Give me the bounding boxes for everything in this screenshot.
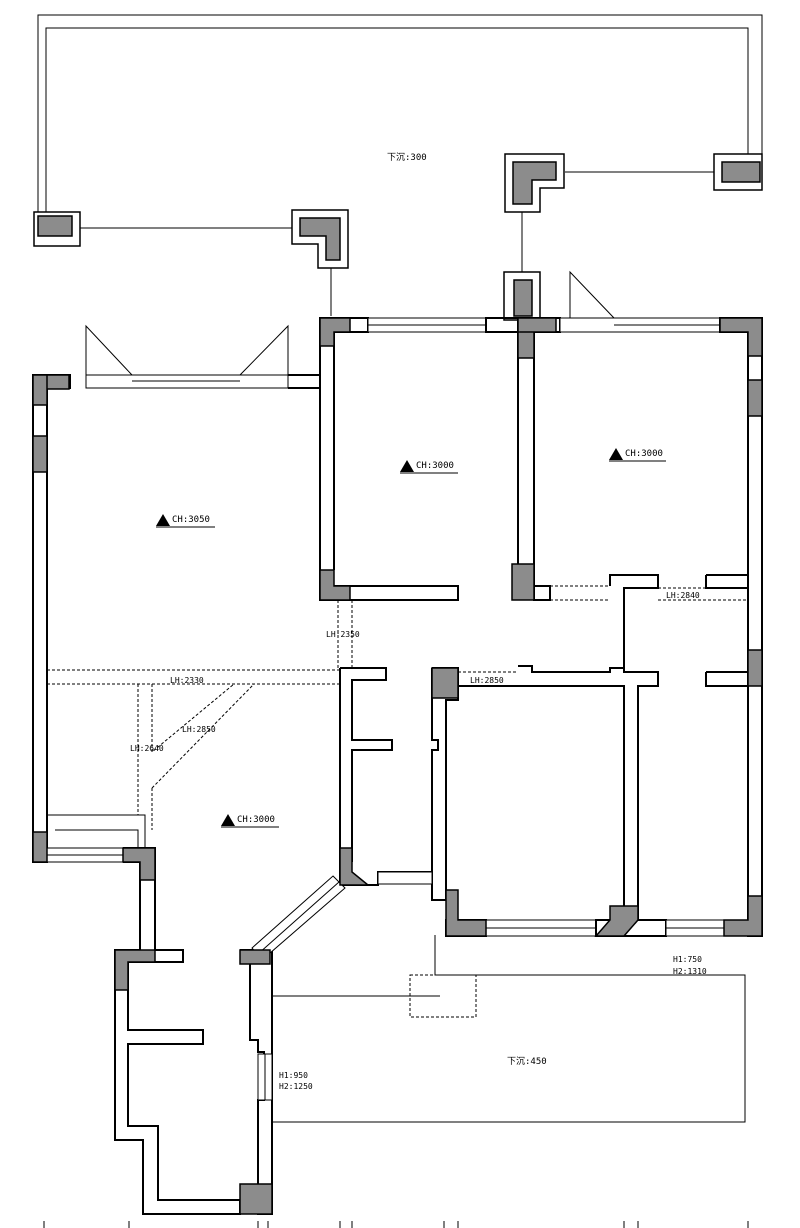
dimension-ticks [43, 1221, 749, 1228]
terrace-pillars [33, 153, 763, 321]
window-h2-right-label: H2:1310 [673, 967, 707, 976]
terrace-outline-bottom [272, 935, 746, 1123]
terrace-outline-top [37, 14, 763, 215]
living-ceiling-label: CH:3050 [172, 515, 210, 525]
structural-columns [32, 317, 763, 1215]
bottom-ground-label: 下沉:450 [507, 1056, 547, 1067]
bedroom1-ceiling-label: CH:3000 [416, 461, 454, 471]
hall-ceiling-label: CH:3000 [237, 815, 275, 825]
bedroom2-ceiling-label: CH:3000 [625, 449, 663, 459]
beam-2350-label: LH:2350 [326, 630, 360, 639]
ch-marker-bedroom2-icon [609, 448, 623, 460]
window-h2-left-label: H2:1250 [279, 1082, 313, 1091]
doors [85, 270, 615, 376]
beam-2850-mid-label: LH:2850 [470, 676, 504, 685]
top-ground-label: 下沉:300 [387, 152, 427, 163]
beam-lines [47, 585, 748, 1018]
window-h1-left-label: H1:950 [279, 1071, 308, 1080]
beam-2330-label: LH:2330 [170, 676, 204, 685]
beam-2850-hall-label: LH:2850 [182, 725, 216, 734]
ch-marker-living-icon [156, 514, 170, 526]
window-h1-right-label: H1:750 [673, 955, 702, 964]
elevation-markers [156, 448, 666, 828]
ch-marker-hall-icon [221, 814, 235, 826]
beam-2640-label: LH:2640 [130, 744, 164, 753]
ch-marker-bedroom1-icon [400, 460, 414, 472]
beam-2840-label: LH:2840 [666, 591, 700, 600]
